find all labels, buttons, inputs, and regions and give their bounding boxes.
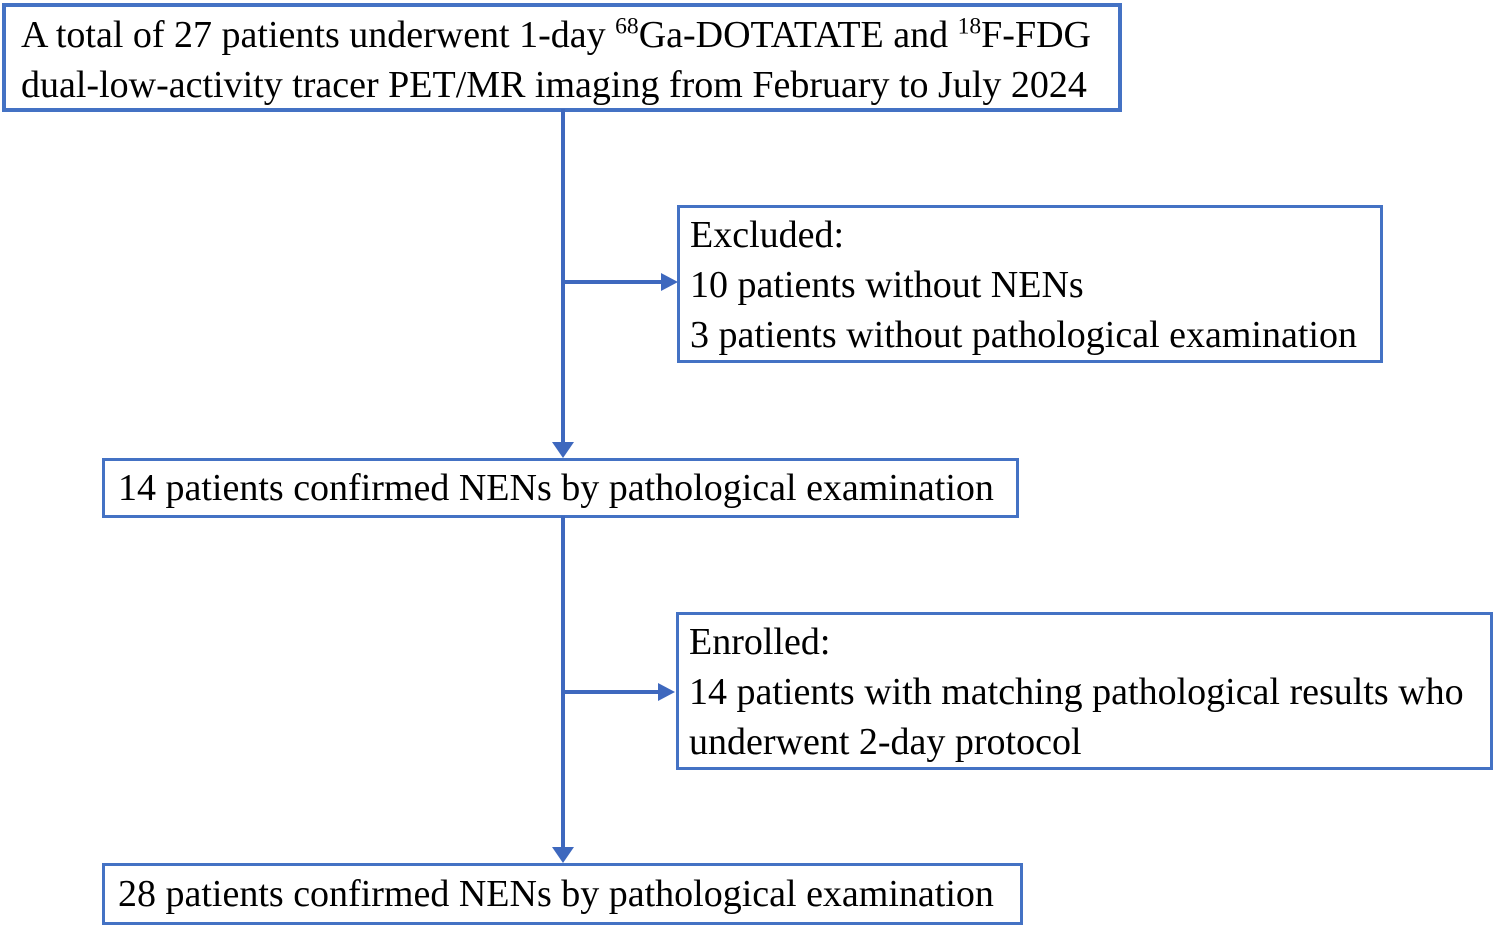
isotope-18-superscript: 18	[957, 13, 982, 40]
connector-confirmed-to-final	[561, 516, 565, 849]
enrolled-box: Enrolled: 14 patients with matching path…	[676, 612, 1493, 770]
enrolled-heading: Enrolled:	[689, 621, 831, 663]
connector-branch-excluded	[563, 280, 663, 284]
isotope-68-superscript: 68	[615, 13, 639, 40]
excluded-item: 10 patients without NENs	[690, 264, 1084, 306]
arrowhead-right-excluded	[661, 273, 678, 291]
initial-cohort-text: A total of 27 patients underwent 1-day 6…	[21, 14, 1091, 106]
initial-text-part: A total of 27 patients underwent 1-day	[21, 14, 616, 56]
initial-text-part: F-FDG dual-low-activity tracer PET/MR im…	[21, 14, 1091, 106]
connector-branch-enrolled	[563, 690, 660, 694]
connector-initial-to-confirmed	[561, 109, 565, 444]
initial-text-part: Ga-DOTATATE and	[638, 14, 958, 56]
excluded-item: 3 patients without pathological examinat…	[690, 314, 1357, 356]
excluded-heading: Excluded:	[690, 214, 845, 256]
confirmed-box: 14 patients confirmed NENs by pathologic…	[102, 458, 1019, 518]
enrolled-item: 14 patients with matching pathological r…	[689, 671, 1464, 713]
final-cohort-box: 28 patients confirmed NENs by pathologic…	[102, 863, 1023, 925]
enrolled-item: underwent 2-day protocol	[689, 721, 1082, 763]
arrowhead-right-enrolled	[658, 683, 675, 701]
final-cohort-text: 28 patients confirmed NENs by pathologic…	[118, 873, 994, 915]
initial-cohort-box: A total of 27 patients underwent 1-day 6…	[2, 3, 1122, 112]
confirmed-text: 14 patients confirmed NENs by pathologic…	[118, 467, 994, 509]
excluded-box: Excluded: 10 patients without NENs 3 pat…	[677, 205, 1383, 363]
arrowhead-down-confirmed	[552, 442, 574, 458]
arrowhead-down-final	[552, 847, 574, 863]
